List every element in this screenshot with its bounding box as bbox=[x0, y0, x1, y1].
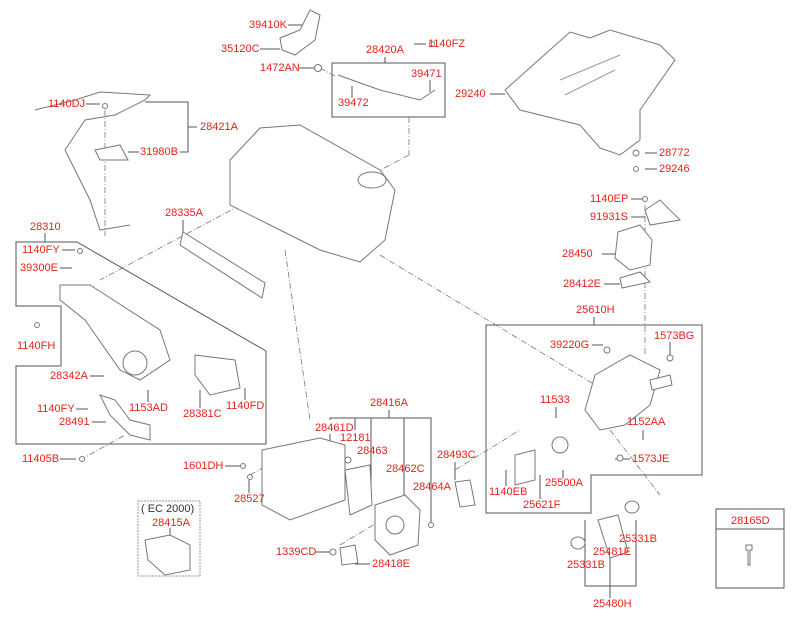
label-11405B[interactable]: 11405B bbox=[22, 453, 60, 465]
label-11533[interactable]: 11533 bbox=[540, 394, 570, 406]
label-31980B[interactable]: 31980B bbox=[140, 146, 178, 158]
ec2000-note: ( EC 2000) bbox=[141, 503, 195, 515]
label-39300E[interactable]: 39300E bbox=[20, 262, 58, 274]
label-28335A[interactable]: 28335A bbox=[165, 207, 203, 219]
label-28342A[interactable]: 28342A bbox=[50, 370, 88, 382]
label-28381C[interactable]: 28381C bbox=[183, 408, 222, 420]
box-ec2000 bbox=[137, 500, 201, 577]
label-28418E[interactable]: 28418E bbox=[372, 558, 410, 570]
label-91931S[interactable]: 91931S bbox=[590, 211, 628, 223]
label-25331B-upper[interactable]: 25331B bbox=[619, 533, 657, 545]
label-1573JE[interactable]: 1573JE bbox=[632, 453, 670, 465]
engine-cover bbox=[504, 29, 676, 156]
label-28421A[interactable]: 28421A bbox=[200, 121, 238, 133]
label-25610H[interactable]: 25610H bbox=[576, 304, 615, 316]
label-28463[interactable]: 28463 bbox=[357, 445, 388, 457]
label-25500A[interactable]: 25500A bbox=[545, 477, 583, 489]
exhaust-manifold bbox=[59, 284, 171, 381]
label-1140EB[interactable]: 1140EB bbox=[489, 486, 528, 498]
label-1140FY-top[interactable]: 1140FY bbox=[22, 244, 60, 256]
label-28772[interactable]: 28772 bbox=[659, 147, 690, 159]
egr-cooler bbox=[261, 437, 346, 521]
label-1153AD[interactable]: 1153AD bbox=[129, 402, 168, 414]
label-28462C[interactable]: 28462C bbox=[386, 463, 425, 475]
label-1140DJ[interactable]: 1140DJ bbox=[48, 98, 86, 110]
label-39471[interactable]: 39471 bbox=[411, 68, 442, 80]
label-12181[interactable]: 12181 bbox=[340, 432, 371, 444]
label-28412E[interactable]: 28412E bbox=[563, 278, 601, 290]
label-1140FY-bottom[interactable]: 1140FY bbox=[37, 403, 75, 415]
label-28416A[interactable]: 28416A bbox=[370, 397, 408, 409]
box-28165D bbox=[715, 508, 785, 589]
label-28461D[interactable]: 28461D bbox=[315, 422, 354, 434]
label-1140FD[interactable]: 1140FD bbox=[226, 400, 265, 412]
label-1140FH[interactable]: 1140FH bbox=[17, 340, 56, 352]
label-28310[interactable]: 28310 bbox=[30, 221, 61, 233]
label-39472[interactable]: 39472 bbox=[338, 97, 369, 109]
label-39410K[interactable]: 39410K bbox=[249, 19, 287, 31]
box-28310 bbox=[15, 241, 267, 445]
intake-gasket bbox=[179, 231, 266, 299]
label-28527[interactable]: 28527 bbox=[234, 493, 265, 505]
label-29240[interactable]: 29240 bbox=[455, 88, 486, 100]
label-1339CD[interactable]: 1339CD bbox=[276, 546, 317, 558]
label-1152AA[interactable]: 1152AA bbox=[627, 416, 666, 428]
egr-valve-upper bbox=[614, 224, 653, 271]
label-1601DH[interactable]: 1601DH bbox=[183, 460, 224, 472]
label-1573BG[interactable]: 1573BG bbox=[654, 330, 695, 342]
label-28165D[interactable]: 28165D bbox=[731, 515, 770, 527]
egr-pipe bbox=[99, 394, 151, 441]
label-28415A[interactable]: 28415A bbox=[152, 517, 190, 529]
label-39220G[interactable]: 39220G bbox=[550, 339, 590, 351]
label-35120C[interactable]: 35120C bbox=[221, 43, 260, 55]
label-25621F[interactable]: 25621F bbox=[523, 499, 561, 511]
label-28491[interactable]: 28491 bbox=[59, 416, 90, 428]
water-hose bbox=[597, 514, 629, 559]
label-1140FZ[interactable]: 1140FZ bbox=[428, 38, 466, 50]
label-1140EP[interactable]: 1140EP bbox=[590, 193, 629, 205]
box-25610H bbox=[485, 324, 703, 514]
label-25331B-lower[interactable]: 25331B bbox=[567, 559, 605, 571]
label-25480H[interactable]: 25480H bbox=[593, 598, 632, 610]
label-28464A[interactable]: 28464A bbox=[413, 481, 451, 493]
label-28493C[interactable]: 28493C bbox=[437, 449, 476, 461]
egr-bracket bbox=[144, 534, 191, 576]
label-29246[interactable]: 29246 bbox=[659, 163, 690, 175]
engine-block bbox=[229, 124, 396, 263]
label-25481E[interactable]: 25481E bbox=[593, 546, 631, 558]
label-28450[interactable]: 28450 bbox=[562, 248, 593, 260]
thermostat-housing bbox=[584, 354, 661, 431]
label-28420A[interactable]: 28420A bbox=[366, 44, 404, 56]
box-28420A bbox=[331, 62, 446, 118]
label-1472AN[interactable]: 1472AN bbox=[260, 62, 300, 74]
